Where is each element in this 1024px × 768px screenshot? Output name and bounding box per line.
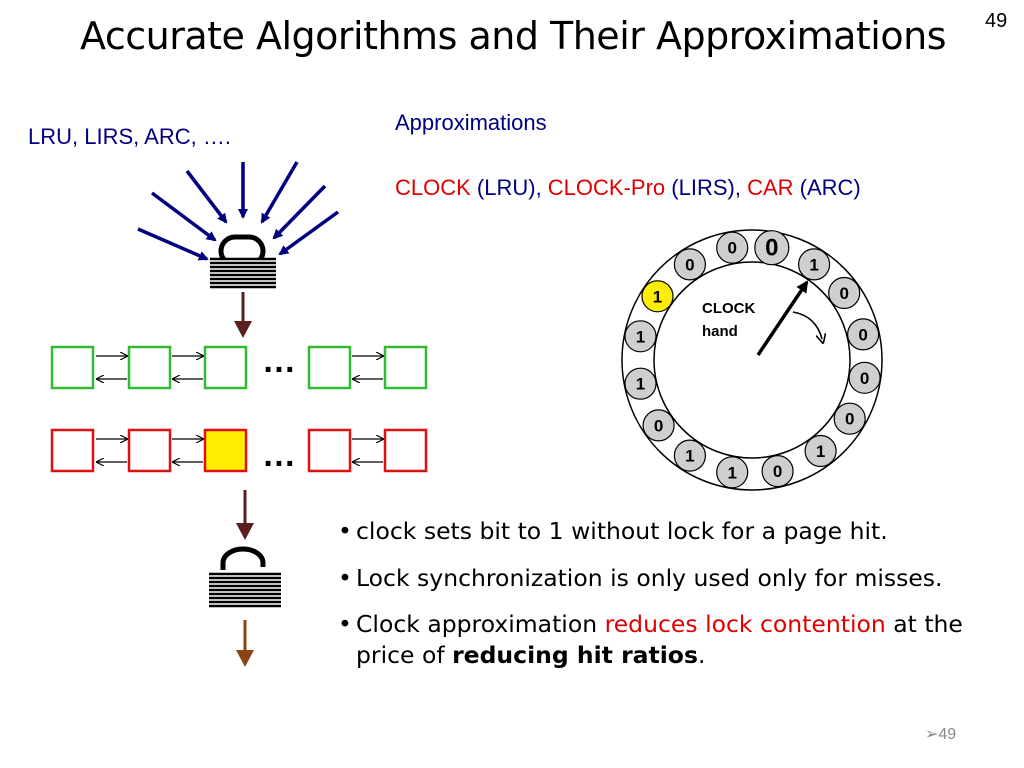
down-arrow-middle (236, 490, 254, 540)
slide-number: 49 (985, 10, 1008, 32)
down-arrow-top (234, 292, 252, 338)
clock-bit-label: 1 (685, 447, 694, 466)
clock-bit-label: 1 (636, 375, 645, 394)
bullet-dot: • (338, 610, 352, 639)
closed-lock-icon (210, 234, 276, 289)
green-node (203, 345, 248, 390)
clock-bit-label: 1 (816, 442, 825, 461)
clock-bit-label: 1 (653, 287, 662, 306)
bullet-item: • clock sets bit to 1 without lock for a… (338, 516, 1018, 547)
green-list-ellipsis: … (262, 342, 296, 380)
clock-slot: 1 (624, 367, 657, 400)
clock-hand-label-2: hand (702, 323, 738, 340)
bullet-list: • clock sets bit to 1 without lock for a… (338, 516, 1018, 686)
approximations-heading: Approximations (395, 110, 547, 135)
red-node (383, 428, 428, 473)
clock-inner-face (653, 261, 851, 459)
bullet-text: at the price of (356, 610, 963, 669)
clock-diagram: 0 0 1 0 0 0 0 1 0 1 1 0 1 1 1 0 CLOCK hand (621, 229, 883, 491)
clock-slot: 0 (754, 230, 790, 266)
clock-bit-label: 1 (809, 255, 818, 274)
red-node (50, 428, 95, 473)
bullet-item: • Lock synchronization is only used only… (338, 563, 1018, 594)
clock-bit-label: 0 (860, 369, 869, 388)
clock-bit-label: 0 (845, 410, 854, 429)
lirs-paren: (LIRS), (665, 175, 748, 200)
clock-slot: 1 (804, 434, 837, 468)
bullet-dot: • (338, 517, 352, 545)
green-linked-list (50, 345, 428, 390)
clock-slot: 0 (673, 248, 707, 281)
clock-bit-label: 0 (654, 416, 663, 435)
clock-rotation-arrow (792, 311, 822, 339)
clock-slot: 0 (833, 402, 866, 435)
green-node (307, 345, 352, 390)
green-node (50, 345, 95, 390)
clock-slot: 1 (673, 439, 707, 472)
clock-bit-label: 0 (765, 235, 778, 262)
bullet-dot: • (338, 563, 352, 592)
clock-bit-label: 0 (685, 255, 694, 274)
green-node (383, 345, 428, 390)
bullet-text: Lock synchronization is only used only f… (356, 563, 943, 592)
clock-slot: 1 (716, 456, 749, 489)
clock-bit-label: 0 (773, 462, 782, 481)
car-term: CAR (747, 175, 794, 200)
red-node (307, 428, 352, 473)
slide-title: Accurate Algorithms and Their Approximat… (80, 14, 947, 58)
bullet-text: Clock approximation (356, 610, 605, 639)
open-lock-icon (209, 546, 281, 608)
clock-bit-label: 0 (839, 284, 848, 303)
clock-term: CLOCK (395, 175, 471, 200)
bullet-text: . (697, 640, 706, 669)
red-node (127, 428, 172, 473)
arc-paren: (ARC) (793, 175, 861, 200)
clock-slot: 0 (847, 318, 880, 351)
bullet-bold: reducing hit ratios (452, 640, 698, 669)
clock-bit-label: 1 (636, 327, 645, 346)
bullet-text: clock sets bit to 1 without lock for a p… (356, 517, 888, 545)
bullet-highlight: reduces lock contention (604, 610, 886, 639)
clock-slot: 1 (641, 280, 674, 313)
clock-hand-label: CLOCK (702, 300, 755, 317)
lru-paren: (LRU), (470, 175, 548, 200)
clock-bit-label: 0 (858, 325, 867, 344)
approximations-line: CLOCK (LRU), CLOCK-Pro (LIRS), CAR (ARC) (395, 175, 861, 201)
red-linked-list (50, 428, 428, 473)
clock-slot: 0 (828, 276, 861, 310)
clock-hand (756, 280, 809, 356)
clock-slot: 0 (848, 361, 881, 394)
clock-slot: 1 (624, 320, 657, 353)
red-node-highlighted (203, 428, 248, 473)
clock-slot: 0 (642, 409, 675, 442)
accurate-algorithms-label: LRU, LIRS, ARC, …. (28, 124, 231, 149)
request-arrows (137, 161, 340, 261)
clock-slot: 0 (716, 231, 749, 264)
red-list-ellipsis: … (262, 436, 296, 474)
clock-slot: 1 (798, 248, 831, 281)
bullet-item: • Clock approximation reduces lock conte… (338, 609, 1018, 670)
clock-pro-term: CLOCK-Pro (547, 175, 666, 200)
green-node (127, 345, 172, 390)
clock-slot: 0 (761, 455, 794, 488)
clock-bit-label: 1 (727, 463, 736, 482)
footer-page-number: ➢49 (925, 726, 957, 743)
down-arrow-bottom (236, 620, 254, 667)
clock-bit-label: 0 (727, 239, 736, 258)
